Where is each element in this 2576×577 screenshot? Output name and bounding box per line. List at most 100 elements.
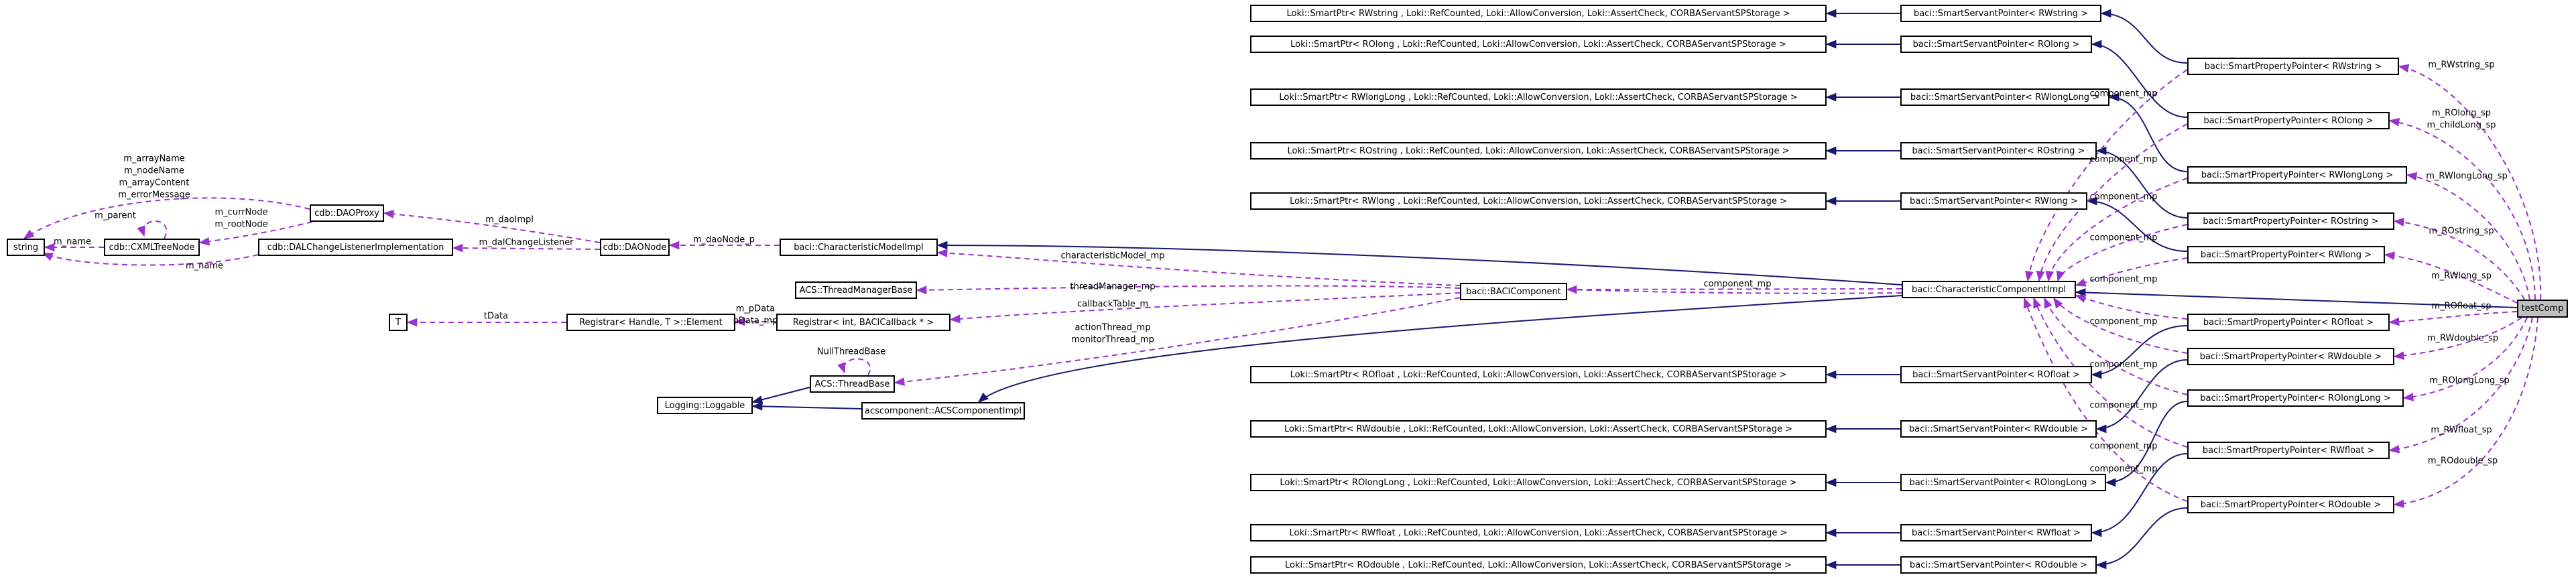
edge-label-use-spp-rwfloat-cci: component_mp (2089, 441, 2158, 452)
edge-label-use-daoproxy-cxmltreenode-0: m_currNode (214, 207, 268, 218)
edge-inh-testcomp-cci (2075, 288, 2518, 308)
class-node-threadmanagerbase[interactable]: ACS::ThreadManagerBase (795, 281, 917, 299)
class-node-testcomp: testComp (2517, 300, 2568, 318)
class-node-string[interactable]: string (7, 239, 45, 256)
edge-label-use-cxmltreenode-string: m_name (53, 237, 92, 247)
class-node-t[interactable]: T (389, 314, 408, 331)
class-node-ssp-rwfloat[interactable]: baci::SmartServantPointer< RWfloat > (1900, 524, 2092, 541)
edge-use-daonode-daoproxy (383, 209, 601, 243)
edge-use-spp-rwlong-cci (2075, 257, 2188, 287)
edge-label-use-bacicomponent-threadbase-0: actionThread_mp (1075, 322, 1151, 333)
class-node-ssp-rolong[interactable]: baci::SmartServantPointer< ROlong > (1900, 36, 2092, 53)
edge-label-use-spp-rwlong-cci: component_mp (2089, 274, 2158, 285)
class-node-loki-rwlonglong[interactable]: Loki::SmartPtr< RWlongLong , Loki::RefCo… (1250, 88, 1827, 106)
class-node-ssp-rwdouble[interactable]: baci::SmartServantPointer< RWdouble > (1900, 420, 2097, 438)
class-node-registrar-int[interactable]: Registrar< int, BACICallback * > (776, 314, 950, 331)
edge-inh-spp-ssp-rwstring (2100, 9, 2188, 64)
edge-label-use-testcomp-spp-rwstring: m_RWstring_sp (2428, 60, 2495, 70)
class-node-ssp-rodouble[interactable]: baci::SmartServantPointer< ROdouble > (1900, 556, 2097, 574)
class-node-spp-rwstring[interactable]: baci::SmartPropertyPointer< RWstring > (2187, 58, 2399, 75)
edge-label-use-element-t: tData (483, 311, 509, 322)
edge-use-spp-rwlonglong-cci (2045, 178, 2188, 282)
edge-label-use-bacicomponent-registrar: callbackTable_m (1077, 299, 1149, 310)
class-node-spp-rwdouble[interactable]: baci::SmartPropertyPointer< RWdouble > (2187, 348, 2394, 365)
class-node-ssp-rwstring[interactable]: baci::SmartServantPointer< RWstring > (1900, 5, 2101, 22)
edge-inh-cci-cmi (936, 241, 1902, 285)
class-node-ssp-rwlong[interactable]: baci::SmartServantPointer< RWlong > (1900, 192, 2087, 210)
edge-inh-cci-acscomponentimpl (977, 295, 1902, 403)
edge-label-use-testcomp-spp-rwlonglong: m_RWlongLong_sp (2426, 171, 2508, 182)
edge-use-daoproxy-cxmltreenode (198, 221, 313, 246)
class-node-spp-rwfloat[interactable]: baci::SmartPropertyPointer< RWfloat > (2187, 442, 2390, 459)
class-node-spp-rostring[interactable]: baci::SmartPropertyPointer< ROstring > (2187, 212, 2394, 230)
class-node-spp-rodouble[interactable]: baci::SmartPropertyPointer< ROdouble > (2187, 496, 2394, 513)
class-node-cxmltreenode[interactable]: cdb::CXMLTreeNode (104, 239, 200, 256)
class-node-cci[interactable]: baci::CharacteristicComponentImpl (1902, 281, 2076, 298)
edge-inh-acscomponentimpl-loggable (751, 401, 862, 411)
edge-use-testcomp-spp-rwdouble (2393, 317, 2522, 360)
edge-label-use-registrar-element-1: pData_mp (733, 316, 778, 326)
edge-use-cxmltreenode-self (137, 220, 167, 239)
edge-label-use-daoproxy-string-0: m_arrayName (123, 153, 185, 164)
class-node-loki-rofloat[interactable]: Loki::SmartPtr< ROfloat , Loki::RefCount… (1250, 366, 1827, 383)
edge-use-testcomp-spp-rwlong (2384, 251, 2518, 304)
edge-label-use-spp-rwstring-cci: component_mp (2089, 88, 2158, 99)
class-node-acscomponentimpl[interactable]: acscomponent::ACSComponentImpl (861, 402, 1025, 420)
edge-use-testcomp-spp-rofloat (2388, 311, 2518, 326)
edge-use-threadbase-self (837, 358, 871, 376)
edge-inh-spp-ssp-rostring (2095, 146, 2188, 218)
edge-use-testcomp-spp-rodouble (2393, 317, 2538, 509)
class-node-loki-rolonglong[interactable]: Loki::SmartPtr< ROlongLong , Loki::RefCo… (1250, 474, 1827, 491)
class-node-loki-rolong[interactable]: Loki::SmartPtr< ROlong , Loki::RefCounte… (1250, 36, 1827, 53)
edge-use-bacicomponent-threadmanagerbase (916, 285, 1461, 295)
class-node-daonode[interactable]: cdb::DAONode (600, 239, 670, 256)
edge-label-use-spp-rolonglong-cci: component_mp (2089, 400, 2158, 411)
edge-use-spp-rofloat-cci (2075, 294, 2188, 320)
edge-label-use-spp-rofloat-cci: component_mp (2089, 316, 2158, 327)
class-node-ssp-rwlonglong[interactable]: baci::SmartServantPointer< RWlongLong > (1900, 88, 2109, 106)
edge-use-daoproxy-string (23, 197, 310, 239)
class-node-threadbase[interactable]: ACS::ThreadBase (810, 375, 895, 393)
edge-use-testcomp-spp-rolong (2388, 117, 2536, 300)
class-node-cmi[interactable]: baci::CharacteristicModelImpl (780, 239, 938, 256)
edge-use-daonode-dalcli (452, 243, 601, 253)
class-node-spp-rwlonglong[interactable]: baci::SmartPropertyPointer< RWlongLong > (2187, 166, 2407, 184)
edge-inh-spp-ssp-rwlonglong (2108, 92, 2188, 172)
edge-inh-spp-ssp-rwfloat (2091, 453, 2188, 537)
class-node-loggable[interactable]: Logging::Loggable (657, 397, 753, 414)
edge-use-spp-rwfloat-cci (2033, 297, 2188, 448)
class-node-loki-rwlong[interactable]: Loki::SmartPtr< RWlong , Loki::RefCounte… (1250, 192, 1827, 210)
class-node-ssp-rolonglong[interactable]: baci::SmartServantPointer< ROlongLong > (1900, 474, 2106, 491)
edge-use-spp-rostring-cci (2056, 224, 2188, 282)
class-node-spp-rwlong[interactable]: baci::SmartPropertyPointer< RWlong > (2187, 246, 2385, 263)
edge-label-use-testcomp-spp-rostring: m_ROstring_sp (2429, 226, 2494, 237)
edge-inh-spp-ssp-rwlong (2086, 196, 2188, 252)
class-node-loki-rwfloat[interactable]: Loki::SmartPtr< RWfloat , Loki::RefCount… (1250, 524, 1827, 541)
class-node-loki-rwstring[interactable]: Loki::SmartPtr< RWstring , Loki::RefCoun… (1250, 5, 1827, 22)
class-node-ssp-rofloat[interactable]: baci::SmartServantPointer< ROfloat > (1900, 366, 2092, 383)
edge-inh-spp-ssp-rolonglong (2105, 401, 2188, 487)
class-node-loki-rodouble[interactable]: Loki::SmartPtr< ROdouble , Loki::RefCoun… (1250, 556, 1827, 574)
class-node-spp-rolong[interactable]: baci::SmartPropertyPointer< ROlong > (2187, 112, 2390, 129)
edge-use-bacicomponent-registrar (949, 292, 1461, 324)
edge-label-use-testcomp-spp-rwdouble: m_RWdouble_sp (2427, 333, 2499, 344)
edge-label-use-dalcli-string: m_name (185, 261, 224, 271)
class-node-spp-rolonglong[interactable]: baci::SmartPropertyPointer< ROlongLong > (2187, 389, 2404, 407)
class-node-spp-rofloat[interactable]: baci::SmartPropertyPointer< ROfloat > (2187, 314, 2390, 331)
edge-use-spp-rwstring-cci (2025, 69, 2188, 282)
edge-label-use-bacicomponent-threadbase-1: monitorThread_mp (1071, 334, 1154, 345)
class-node-dalcli[interactable]: cdb::DALChangeListenerImplementation (258, 239, 453, 256)
edge-use-spp-rolong-cci (2036, 123, 2188, 282)
class-node-registrar-element[interactable]: Registrar< Handle, T >::Element (566, 314, 735, 331)
class-node-loki-rwdouble[interactable]: Loki::SmartPtr< RWdouble , Loki::RefCoun… (1250, 420, 1827, 438)
class-node-ssp-rostring[interactable]: baci::SmartServantPointer< ROstring > (1900, 142, 2097, 159)
edge-label-use-daoproxy-string-2: m_arrayContent (119, 178, 190, 188)
class-node-daoproxy[interactable]: cdb::DAOProxy (310, 204, 384, 222)
edge-label-use-testcomp-spp-rolong-1: m_childLong_sp (2427, 120, 2496, 131)
edge-label-use-daonode-dalcli: m_dalChangeListener (479, 237, 574, 248)
edge-use-spp-rolonglong-cci (2044, 297, 2188, 395)
edge-label-use-spp-rolong-cci: component_mp (2089, 154, 2158, 165)
class-node-loki-rostring[interactable]: Loki::SmartPtr< ROstring , Loki::RefCoun… (1250, 142, 1827, 159)
class-node-bacicomponent[interactable]: baci::BACIComponent (1460, 283, 1567, 300)
